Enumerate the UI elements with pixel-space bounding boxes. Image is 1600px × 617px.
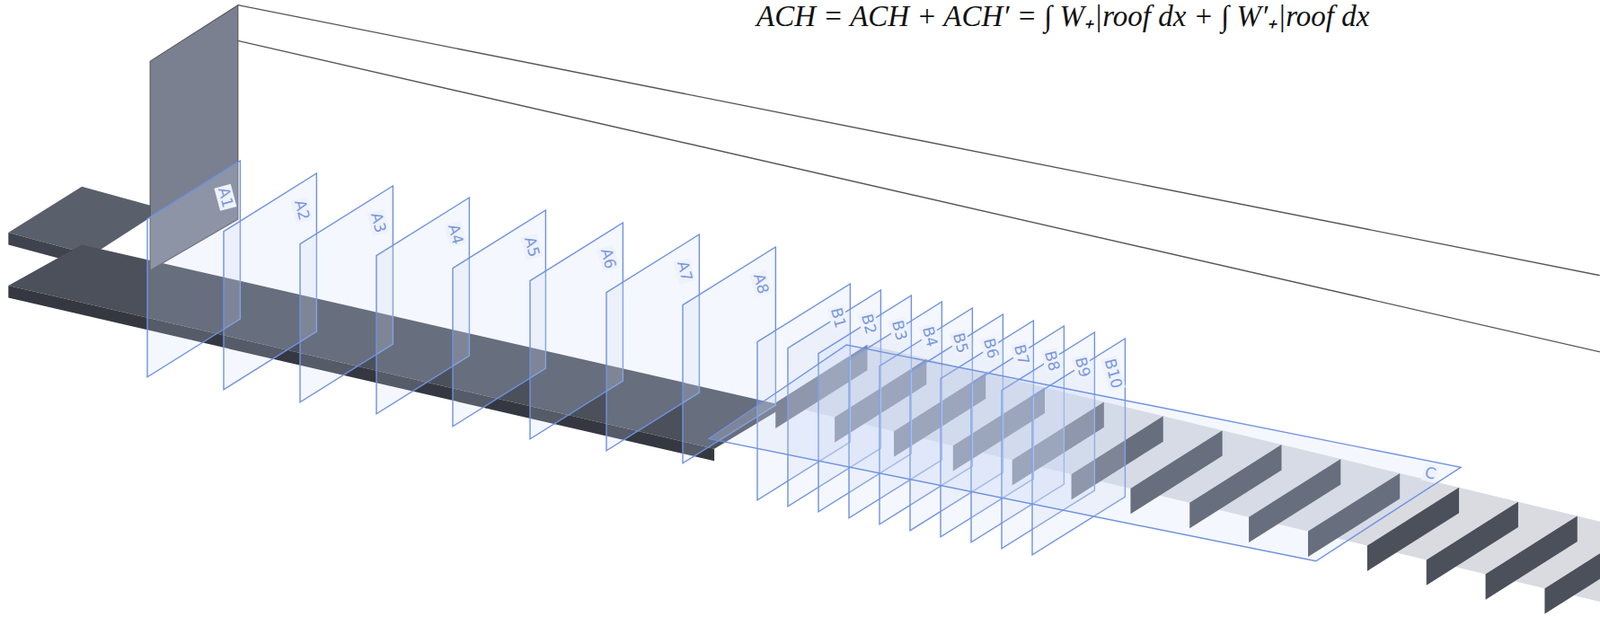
formula-label: ACH = ACH + ACH′ = ∫ W₊|roof dx + ∫ W′₊|… <box>756 0 1370 33</box>
plane-outline <box>708 344 1461 562</box>
